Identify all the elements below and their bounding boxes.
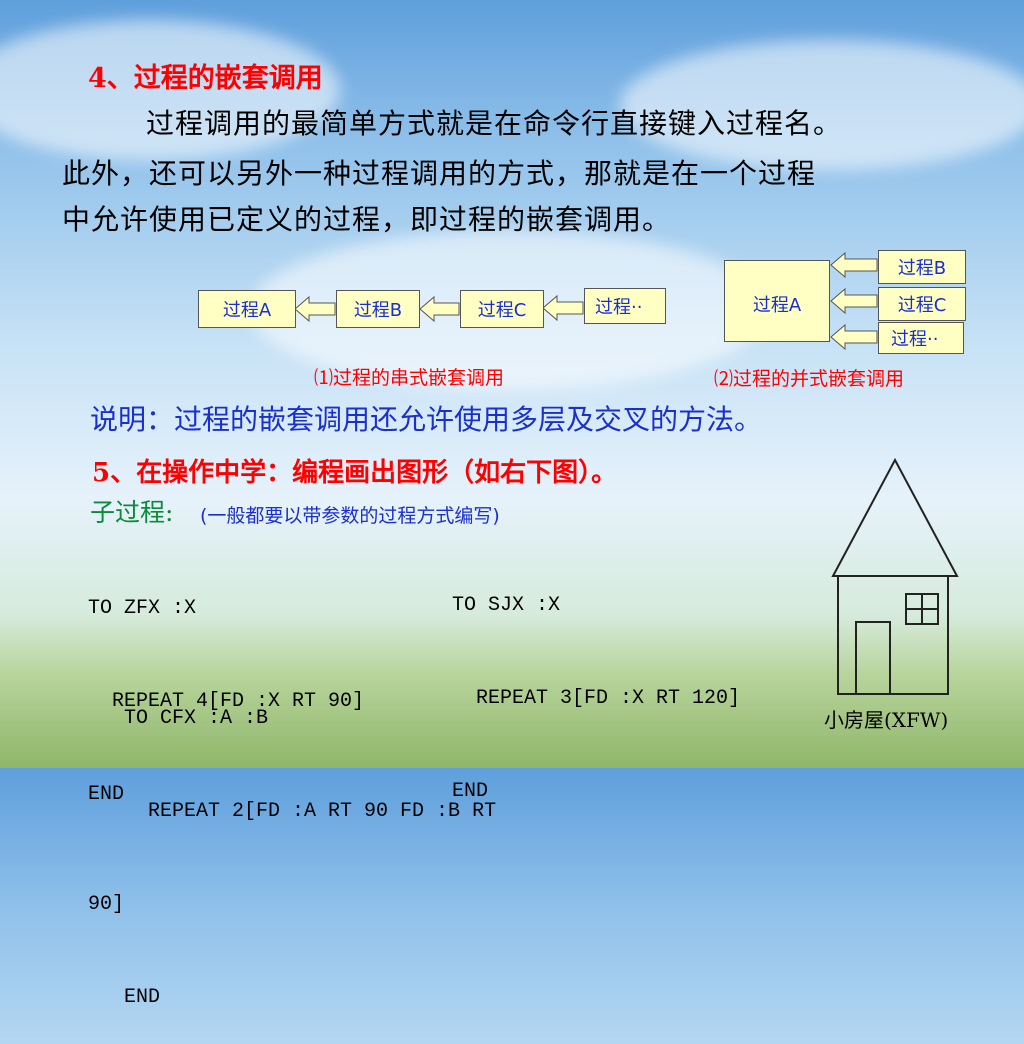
sub-procedure-label: 子过程: [90, 498, 174, 527]
parallel-main-box: 过程A [724, 260, 830, 342]
cloud [620, 40, 1024, 170]
parallel-box-more: 过程·· [878, 322, 964, 354]
serial-box-b: 过程B [336, 290, 420, 328]
cloud [0, 20, 340, 160]
code-line: END [88, 986, 161, 1009]
house-body [837, 575, 949, 695]
house-roof [831, 457, 959, 577]
code-cfx: TO CFX :A :B REPEAT 2[FD :A RT 90 FD :B … [88, 641, 496, 1044]
sub-procedure-hint: (一般都要以带参数的过程方式编写) [200, 505, 500, 527]
section4-title: 4、过程的嵌套调用 [88, 63, 323, 94]
house-caption: 小房屋(XFW) [824, 708, 949, 732]
note-text: 说明：过程的嵌套调用还允许使用多层及交叉的方法。 [90, 403, 763, 436]
paragraph-line: 此外，还可以另外一种过程调用的方式，那就是在一个过程 [62, 157, 817, 190]
paragraph-line: 中允许使用已定义的过程，即过程的嵌套调用。 [62, 203, 672, 236]
code-line: TO SJX :X [452, 594, 561, 617]
serial-box-c: 过程C [460, 290, 544, 328]
code-line: TO ZFX :X [88, 597, 197, 620]
code-line: REPEAT 2[FD :A RT 90 FD :B RT [88, 800, 497, 823]
section5-title: 5、在操作中学：编程画出图形（如右下图）。 [92, 458, 618, 488]
house-door [855, 621, 891, 695]
code-sjx: TO SJX :X REPEAT 3[FD :X RT 120] END [452, 528, 740, 838]
house-drawing [831, 457, 959, 695]
parallel-box-b: 过程B [878, 250, 966, 284]
serial-caption: ⑴过程的串式嵌套调用 [314, 367, 505, 389]
code-line: TO CFX :A :B [88, 707, 269, 730]
code-line: 90] [88, 893, 125, 916]
parallel-box-c: 过程C [878, 287, 966, 321]
parallel-caption: ⑵过程的并式嵌套调用 [714, 368, 905, 390]
code-line: REPEAT 3[FD :X RT 120] [452, 687, 741, 710]
paragraph-line: 过程调用的最简单方式就是在命令行直接键入过程名。 [146, 107, 843, 140]
code-line: REPEAT 4[FD :X RT 90] [88, 690, 365, 713]
serial-box-a: 过程A [198, 290, 296, 328]
serial-box-more: 过程·· [584, 288, 666, 324]
nesting-arrows [294, 251, 878, 351]
